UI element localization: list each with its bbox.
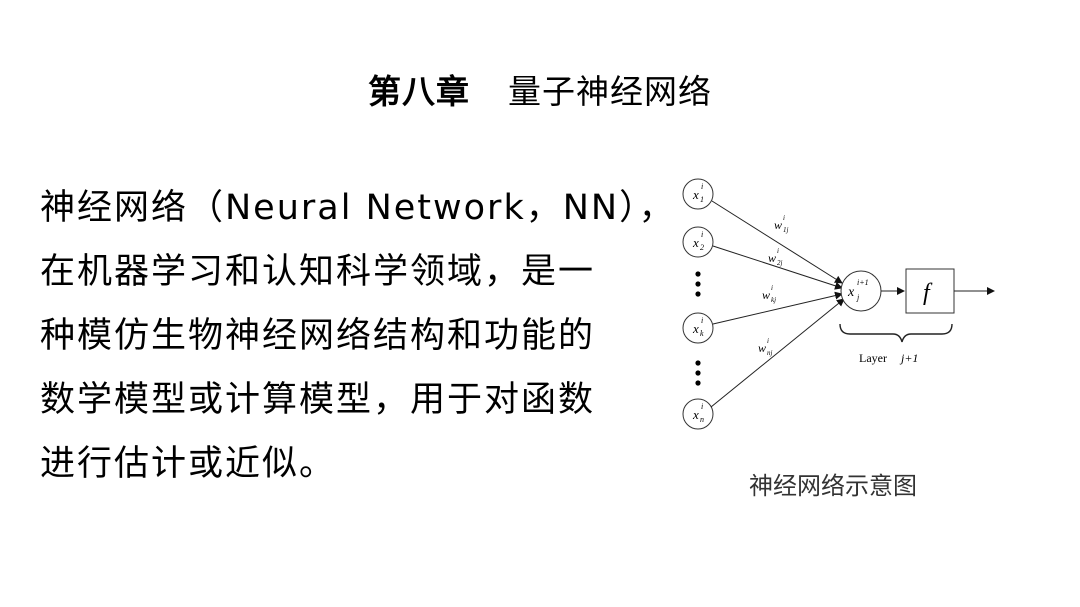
- activation-label: f: [923, 280, 933, 306]
- body-line: 数学模型或计算模型，用于对函数: [40, 380, 596, 420]
- input-label-sup: i: [701, 182, 703, 191]
- input-node-2: x i 2: [682, 226, 714, 258]
- svg-text:w: w: [774, 218, 782, 232]
- weight-edge-1: [711, 200, 843, 284]
- body-line: 进行估计或近似。: [40, 444, 337, 484]
- weight-label-k: w i kj: [762, 284, 776, 304]
- ellipsis-dots-lower: [695, 360, 701, 386]
- weight-label-n: w i nj: [758, 337, 773, 357]
- body-line: 种模仿生物神经网络结构和功能的: [40, 316, 596, 356]
- input-label-sub: k: [700, 329, 704, 338]
- diagram-svg: x i 1 x i 2 x i k x i n: [682, 178, 995, 430]
- activation-box: f: [905, 268, 955, 314]
- svg-text:w: w: [758, 341, 766, 355]
- input-node-1: x i 1: [682, 178, 714, 210]
- body-line: 神经网络（Neural Network，NN），: [40, 188, 676, 228]
- weight-edge-n: [710, 298, 845, 408]
- layer-brace: [839, 323, 953, 343]
- layer-label: Layer j+1: [859, 351, 918, 365]
- svg-text:w: w: [768, 251, 776, 265]
- weight-label-2: w i 2j: [768, 247, 783, 267]
- svg-text:x: x: [847, 285, 855, 300]
- body-paragraph: 神经网络（Neural Network，NN）， 在机器学习和认知科学领域，是一…: [40, 176, 676, 496]
- input-label-sup: i: [701, 230, 703, 239]
- weight-edge-2: [712, 245, 843, 290]
- input-label-sup: i: [701, 402, 703, 411]
- weight-label-1: w i 1j: [774, 214, 789, 234]
- svg-text:w: w: [762, 288, 770, 302]
- neuron-node: x i+1 j: [840, 270, 882, 312]
- input-label-sub: n: [700, 415, 704, 424]
- input-node-k: x i k: [682, 312, 714, 344]
- input-label-base: x: [692, 321, 699, 336]
- svg-text:Layer: Layer: [859, 351, 887, 365]
- svg-text:j+1: j+1: [899, 351, 918, 365]
- input-label-sub: 2: [700, 243, 704, 252]
- svg-text:i: i: [783, 214, 785, 222]
- input-label-base: x: [692, 407, 699, 422]
- input-label-sub: 1: [700, 195, 704, 204]
- svg-text:2j: 2j: [777, 259, 783, 267]
- svg-text:i: i: [771, 284, 773, 292]
- body-line: 在机器学习和认知科学领域，是一: [40, 252, 596, 292]
- input-label-base: x: [692, 235, 699, 250]
- svg-text:i: i: [777, 247, 779, 255]
- weight-edge-k: [712, 291, 843, 325]
- svg-text:i+1: i+1: [857, 278, 869, 287]
- svg-text:i: i: [767, 337, 769, 345]
- neural-network-diagram: x i 1 x i 2 x i k x i n: [668, 158, 1018, 458]
- input-node-n: x i n: [682, 398, 714, 430]
- svg-text:nj: nj: [767, 349, 773, 357]
- slide-title: 第八章量子神经网络: [0, 68, 1080, 116]
- svg-text:j: j: [856, 293, 860, 302]
- chapter-label: 第八章: [368, 72, 470, 111]
- input-label-base: x: [692, 187, 699, 202]
- input-label-sup: i: [701, 316, 703, 325]
- ellipsis-dots-upper: [695, 271, 701, 297]
- figure-caption: 神经网络示意图: [749, 472, 917, 500]
- svg-text:kj: kj: [771, 296, 776, 304]
- svg-text:1j: 1j: [783, 226, 789, 234]
- chapter-topic: 量子神经网络: [508, 72, 712, 111]
